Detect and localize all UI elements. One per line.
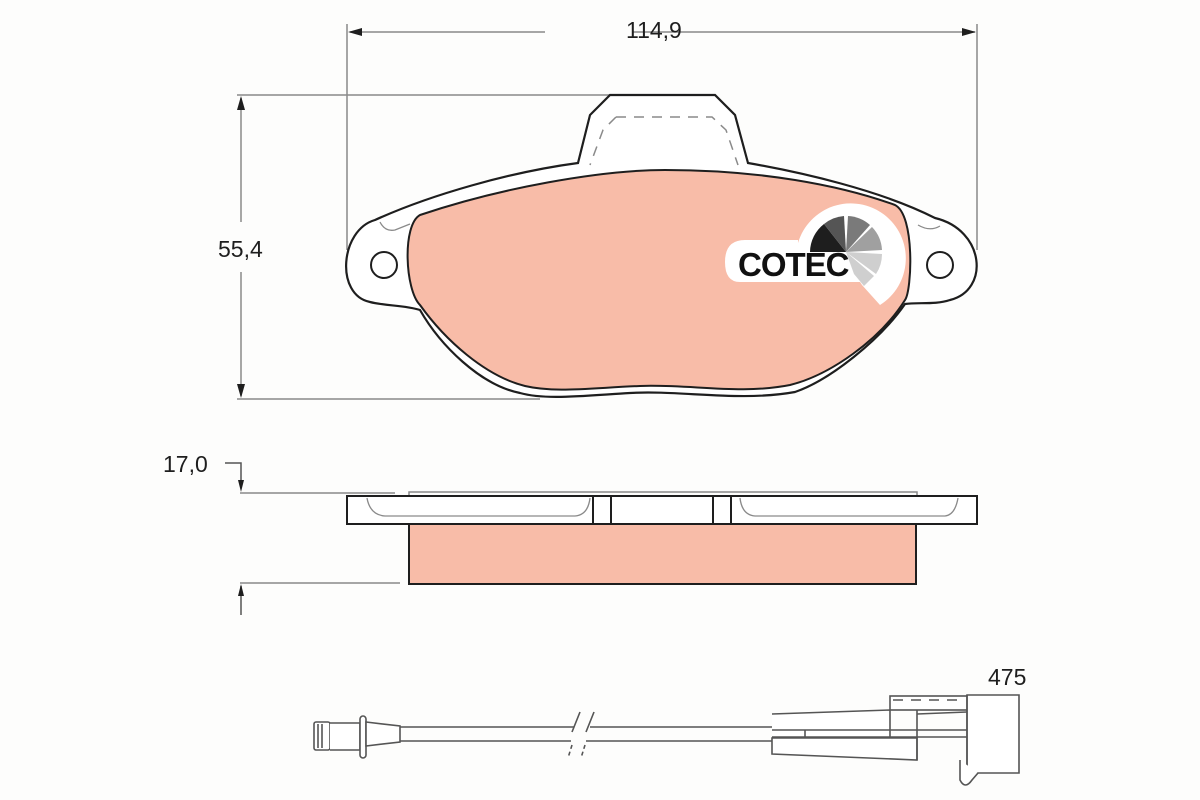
arrow-left-icon: [348, 28, 362, 36]
arrow-up-icon: [237, 96, 245, 110]
side-view: [346, 491, 978, 585]
thickness-dimension-label: 17,0: [163, 451, 208, 477]
width-dimension: [346, 24, 978, 250]
mounting-hole-right: [926, 251, 954, 279]
arrow-down-icon: [238, 480, 244, 492]
width-dimension-label: 114,9: [626, 17, 682, 43]
sensor-length-label: 475: [988, 664, 1027, 690]
thickness-dimension: [225, 462, 400, 615]
wear-sensor: [313, 694, 1020, 786]
friction-material-front: [406, 168, 912, 391]
arrow-up-icon: [238, 584, 244, 596]
height-dimension: [237, 94, 610, 400]
arrow-right-icon: [962, 28, 976, 36]
arrow-down-icon: [237, 384, 245, 398]
mounting-hole-left: [370, 251, 398, 279]
height-dimension-label: 55,4: [218, 236, 263, 262]
svg-text:COTEC: COTEC: [738, 246, 849, 283]
cotec-logo: COTEC: [725, 203, 906, 305]
